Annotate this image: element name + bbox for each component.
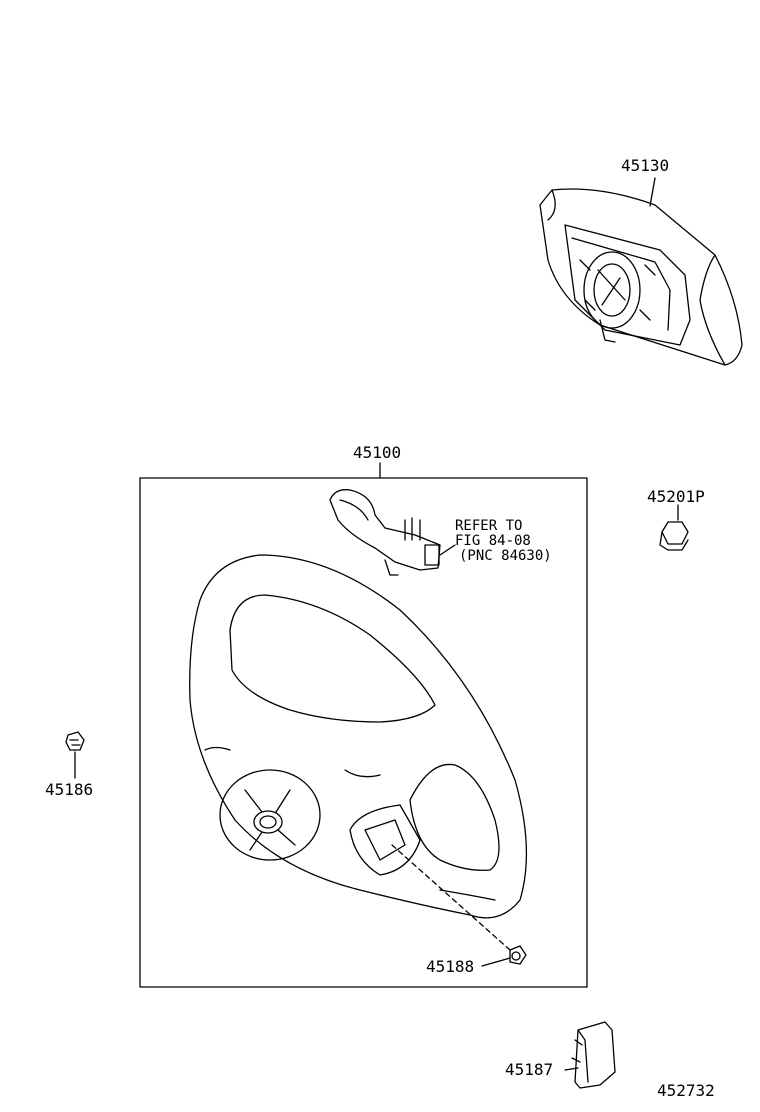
switch-drawing	[329, 489, 456, 576]
steering-wheel-drawing	[189, 554, 528, 951]
switch-reference-line-3: (PNC 84630)	[459, 548, 552, 564]
illustration-id: 452732	[657, 1081, 715, 1100]
part-number-steering-wheel: 45100	[353, 443, 402, 462]
horn-pad-drawing	[539, 177, 743, 366]
part-number-nut: 45201P	[647, 487, 705, 506]
cover-drawing	[564, 1021, 616, 1089]
switch-reference-line-2: FIG 84-08	[455, 533, 531, 549]
part-number-horn-pad: 45130	[621, 156, 670, 175]
screw-drawing	[481, 945, 527, 967]
cap-left-drawing	[65, 731, 85, 779]
switch-reference-line-1: REFER TO	[455, 518, 523, 534]
part-number-screw: 45188	[426, 957, 475, 976]
part-number-cap-left: 45186	[45, 780, 94, 799]
part-number-cover: 45187	[505, 1060, 554, 1079]
steering-wheel-assy-box	[139, 477, 588, 988]
nut-drawing	[659, 504, 689, 551]
